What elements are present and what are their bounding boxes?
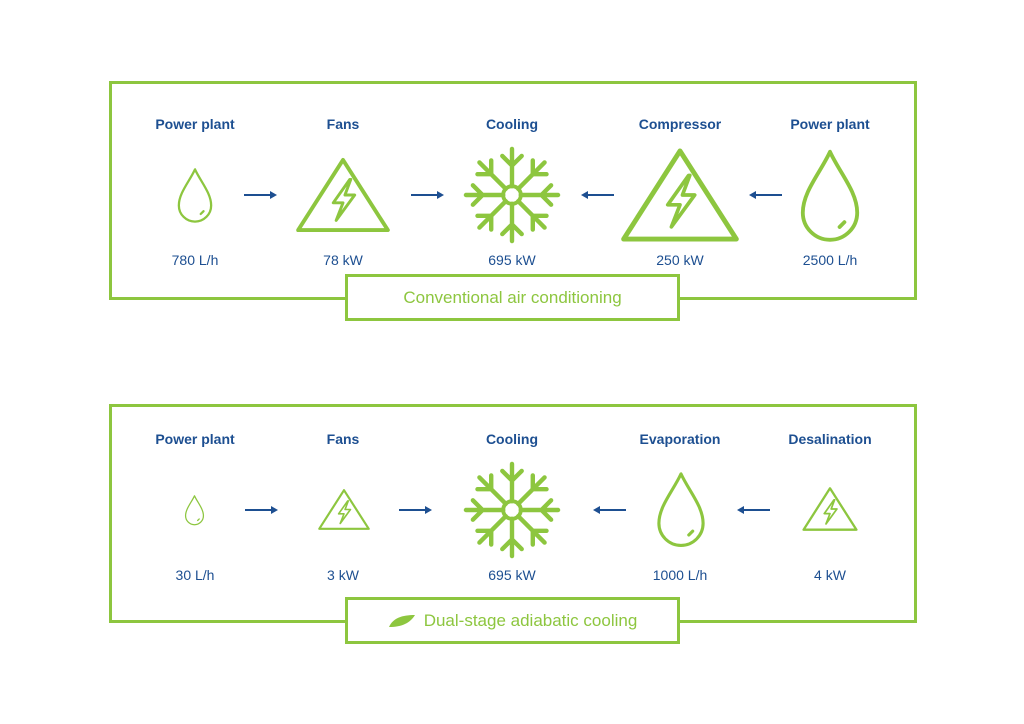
stage-label: Cooling (485, 116, 539, 132)
snowflake-icon (463, 146, 561, 244)
electricity-warning-icon (616, 146, 744, 244)
stage-value: 4 kW (814, 567, 846, 583)
stage-label: Cooling (485, 431, 539, 447)
stage-value: 3 kW (327, 567, 359, 583)
stage-value: 2500 L/h (802, 252, 858, 268)
conventional-title-box: Conventional air conditioning (345, 274, 680, 321)
stage-label: Desalination (788, 431, 872, 447)
arrow-right-icon (399, 506, 432, 514)
stage-value: 250 kW (656, 252, 704, 268)
snowflake-icon (463, 461, 561, 559)
leaf-icon (388, 614, 415, 627)
water-drop-icon (184, 494, 205, 526)
adiabatic-title: Dual-stage adiabatic cooling (423, 610, 638, 630)
arrow-left-icon (737, 506, 770, 514)
arrow-right-icon (245, 506, 278, 514)
stage-label: Compressor (638, 116, 722, 132)
arrow-left-icon (581, 191, 614, 199)
water-drop-icon (655, 468, 707, 550)
stage-value: 695 kW (488, 567, 536, 583)
stage-label: Evaporation (639, 431, 721, 447)
adiabatic-title-box: Dual-stage adiabatic cooling (345, 597, 680, 644)
electricity-warning-icon (317, 488, 371, 531)
arrow-right-icon (411, 191, 444, 199)
arrow-left-icon (749, 191, 782, 199)
stage-value: 78 kW (323, 252, 363, 268)
arrow-right-icon (244, 191, 277, 199)
stage-label: Power plant (790, 116, 870, 132)
arrow-left-icon (593, 506, 626, 514)
electricity-warning-icon (801, 486, 859, 532)
stage-value: 1000 L/h (652, 567, 708, 583)
conventional-title: Conventional air conditioning (403, 287, 622, 307)
stage-value: 780 L/h (171, 252, 219, 268)
stage-value: 695 kW (488, 252, 536, 268)
stage-value: 30 L/h (175, 567, 215, 583)
stage-label: Fans (326, 116, 360, 132)
stage-label: Fans (326, 431, 360, 447)
stage-label: Power plant (155, 116, 235, 132)
stage-label: Power plant (155, 431, 235, 447)
water-drop-icon (798, 144, 862, 246)
water-drop-icon (176, 164, 214, 226)
electricity-warning-icon (293, 156, 393, 234)
